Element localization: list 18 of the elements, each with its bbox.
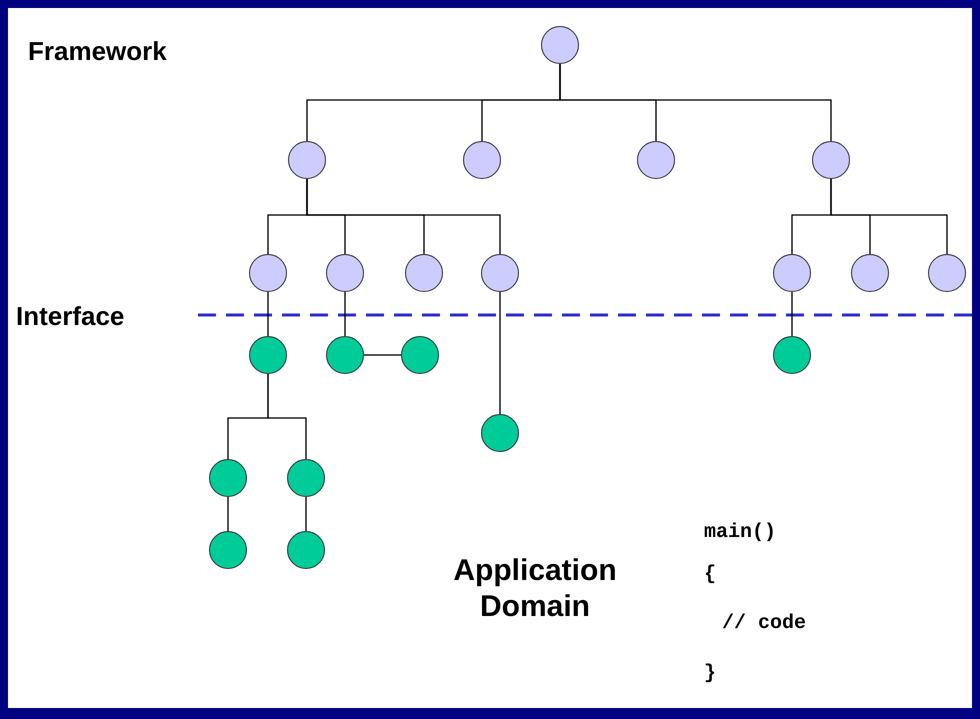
domain-label: Application Domain [452, 553, 618, 625]
connector-line [830, 179, 948, 254]
connector-line [499, 292, 501, 414]
connector-line [267, 374, 307, 459]
connector-line [344, 292, 346, 336]
connector-line [559, 64, 832, 141]
layer-label: Framework [28, 35, 168, 68]
connector-line [306, 179, 501, 254]
connector-line [227, 497, 229, 531]
code-line: { [704, 562, 718, 588]
connector-line [364, 354, 401, 356]
code-line: // code [722, 611, 808, 637]
code-line: main() [704, 520, 778, 546]
layer-label: Interface [16, 300, 126, 333]
connector-line [791, 292, 793, 336]
code-line: } [704, 661, 718, 687]
connector-line [267, 292, 269, 336]
connector-line [305, 497, 307, 531]
